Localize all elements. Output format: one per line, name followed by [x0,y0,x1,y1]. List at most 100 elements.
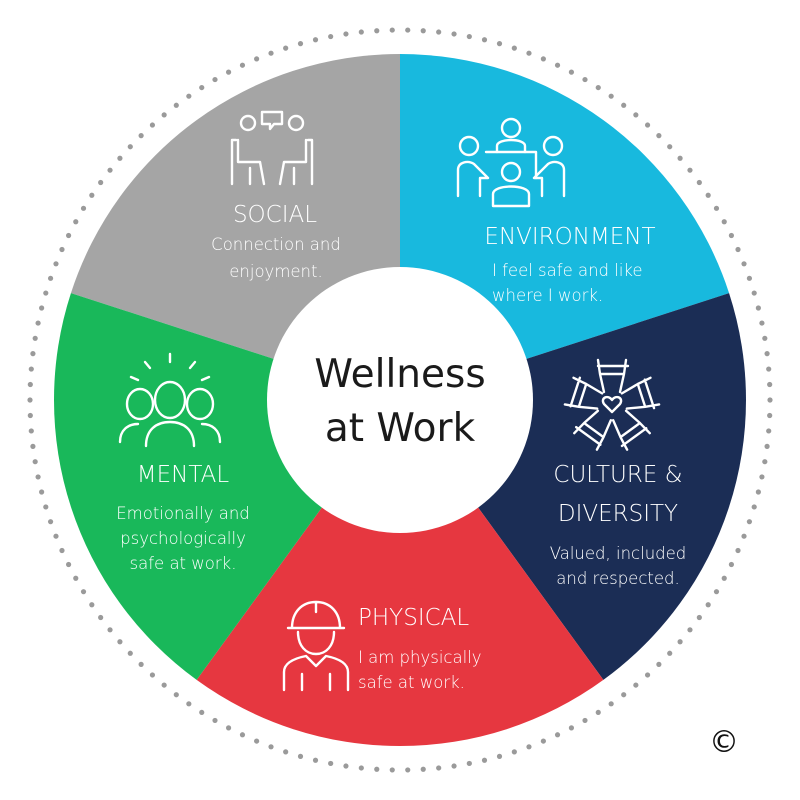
ring-dot [677,639,683,645]
ring-dot [511,45,517,51]
ring-dot [32,335,38,341]
conversation-icon [230,110,314,186]
ring-dot [47,519,54,525]
ring-dot [199,84,205,91]
ring-dot [496,753,503,759]
social-title: SOCIAL [233,202,317,228]
mental-desc-line1: Emotionally and [116,504,250,523]
ring-dot [481,37,488,43]
ring-dot [656,133,662,139]
ring-dot [767,381,773,388]
ring-dot [746,275,753,281]
ring-dot [741,533,747,539]
ring-dot [420,28,426,34]
segment-environment: ENVIRONMENT I feel safe and like where I… [456,117,656,305]
ring-dot [149,672,156,678]
ring-dot [713,205,720,211]
ring-dot [751,290,757,296]
ring-dot [149,122,156,128]
ring-dot [595,709,601,716]
ring-dot [687,167,693,173]
ring-dot [764,443,770,449]
ring-dot [721,575,727,581]
ring-dot [173,692,179,698]
ring-dot [721,219,727,225]
ring-dot [268,744,274,750]
ring-dot [595,84,601,91]
ring-dot [107,627,113,633]
ring-dot [705,602,711,608]
ring-dot [53,261,59,267]
ring-dot [89,192,95,198]
culture-desc-line1: Valued, included [550,544,687,563]
ring-dot [608,93,614,99]
ring-dot [677,155,683,161]
wedge-physical [196,400,604,746]
segment-social: SOCIAL Connection and enjoyment. [211,110,341,281]
ring-dot [582,76,588,83]
ring-dot [526,50,532,56]
ring-dot [766,366,772,372]
ring-dot [762,335,768,341]
ring-dot [358,29,364,35]
ring-dot [728,232,735,239]
ring-dot [59,547,65,554]
meeting-table-icon [456,117,566,208]
ring-dot [283,45,289,51]
physical-desc-line1: I am physically [358,648,482,667]
ring-dot [343,31,349,37]
hand-shape [563,376,604,410]
ring-dot [735,246,741,253]
ring-dot [28,366,34,372]
ring-dot [451,763,457,769]
ring-dot [80,205,87,211]
center-title-line1: Wellness [314,352,485,397]
segment-culture: CULTURE & DIVERSITY Valued, included and… [550,358,687,588]
ring-dot [27,412,33,419]
culture-title-line2: DIVERSITY [558,501,678,527]
ring-dot [741,261,747,267]
ring-dot [705,192,711,198]
ring-dot [389,27,395,33]
ring-dot [138,661,144,667]
ring-dot [755,489,761,495]
mental-title: MENTAL [137,462,230,488]
segment-physical: PHYSICAL I am physically safe at work. [282,600,482,692]
ring-dot [644,122,651,128]
ring-dot [746,519,753,525]
ring-dot [225,69,232,75]
ring-dot [496,41,503,47]
ring-dot [47,275,54,281]
ring-dot [161,682,167,688]
ring-dot [568,69,575,75]
hand-shape [573,409,613,451]
ring-dot [53,533,59,539]
ring-dot [451,31,457,37]
ring-dot [27,381,33,388]
ring-dot [436,29,442,35]
ring-dot [554,62,561,68]
physical-desc-line2: safe at work. [358,673,465,692]
ring-dot [751,504,757,510]
ring-dot [759,474,765,480]
ring-dot [186,701,192,707]
ring-dot [358,765,364,771]
ring-dot [117,639,123,645]
ring-dot [43,290,49,296]
ring-dot [98,614,104,621]
ring-dot [254,738,260,744]
ring-dot [283,749,289,755]
physical-title: PHYSICAL [358,605,469,631]
ring-dot [312,37,319,43]
ring-dot [526,744,532,750]
center-title-line2: at Work [325,406,476,451]
ring-dot [633,112,639,118]
ring-dot [239,732,246,738]
ring-dot [117,155,123,161]
ring-dot [43,504,49,510]
ring-dot [127,650,133,656]
culture-desc-line2: and respected. [556,569,680,588]
ring-dot [343,763,349,769]
ring-dot [212,76,218,83]
